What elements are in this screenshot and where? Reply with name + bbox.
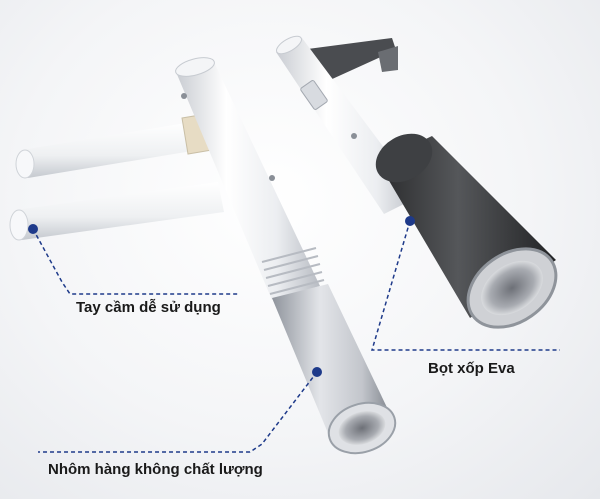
- aluminum-label: Nhôm hàng không chất lượng: [48, 461, 263, 478]
- callout-aluminum: [38, 367, 322, 453]
- thread-section: [261, 247, 325, 295]
- foam-grip: [375, 133, 558, 329]
- side-handle-lower: [9, 182, 224, 241]
- left-pole: [9, 57, 397, 455]
- callout-handle: [28, 224, 238, 295]
- right-pole: [276, 35, 558, 329]
- aluminum-tube: [272, 284, 397, 455]
- side-handle-upper: [15, 122, 198, 179]
- foam-label: Bọt xốp Eva: [428, 360, 515, 377]
- callout-foam: [370, 216, 560, 351]
- handle-label: Tay cầm dễ sử dụng: [76, 299, 221, 316]
